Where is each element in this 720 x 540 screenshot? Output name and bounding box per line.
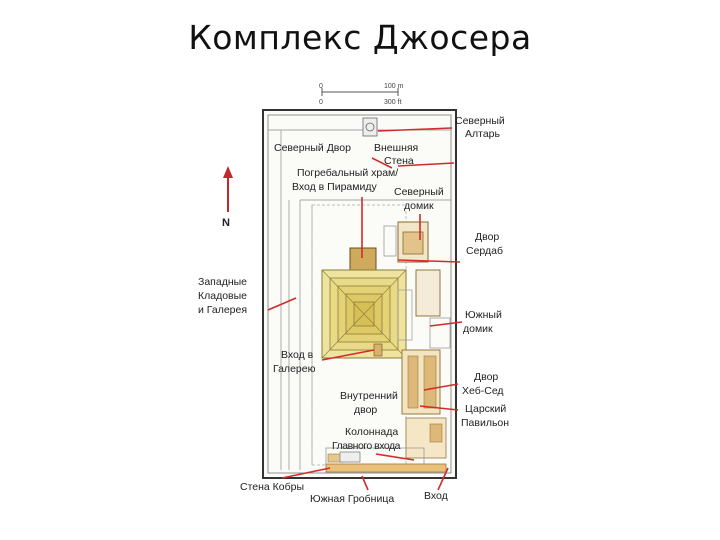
label-hebsed-1: Двор [474, 371, 498, 383]
label-colonnade-1: Колоннада [345, 426, 398, 438]
label-south-house-2: домик [463, 323, 493, 335]
label-north-house-1: Северный [394, 186, 444, 198]
label-south-house-1: Южный [465, 309, 502, 321]
funerary-temple [349, 247, 377, 273]
label-pavilion-1: Царский [465, 403, 506, 415]
scale-zero-bottom: 0 [319, 99, 323, 106]
label-west-3: и Галерея [198, 304, 247, 316]
label-north-altar-1: Северный [455, 115, 505, 127]
step-pyramid [321, 269, 407, 359]
scale-zero-top: 0 [319, 83, 323, 90]
label-hebsed-2: Хеб-Сед [462, 385, 504, 397]
label-funerary-2: Вход в Пирамиду [292, 181, 377, 193]
label-cobra: Стена Кобры [240, 481, 304, 493]
label-south-tomb: Южная Гробница [310, 493, 394, 505]
label-gallery-2: Галерею [273, 363, 316, 375]
label-west-1: Западные [198, 276, 247, 288]
label-outer-wall-2: Стена [384, 155, 414, 167]
north-house [383, 221, 429, 263]
north-label: N [222, 217, 230, 229]
heb-sed-court [401, 349, 447, 459]
label-west-2: Кладовые [198, 290, 247, 302]
label-serdab-1: Двор [475, 231, 499, 243]
label-serdab-2: Сердаб [466, 245, 503, 257]
label-colonnade-2: Главного входа [332, 440, 401, 452]
label-north-court: Северный Двор [274, 142, 351, 154]
south-tomb [339, 451, 361, 463]
label-inner-1: Внутренний [340, 390, 398, 402]
south-house [397, 269, 451, 349]
label-north-house-2: домик [404, 200, 434, 212]
label-entrance: Вход [424, 490, 448, 502]
pointer-lines [267, 127, 463, 491]
label-outer-wall-1: Внешняя [374, 142, 418, 154]
label-north-altar-2: Алтарь [465, 128, 501, 140]
label-gallery-1: Вход в [281, 349, 314, 361]
scale-bar: 0 0 100 m 300 ft [319, 83, 404, 106]
label-funerary-1: Погребальный храм/ [297, 167, 398, 179]
scale-meters: 100 m [384, 83, 404, 90]
page-title: Комплекс Джосера [188, 18, 532, 57]
label-inner-2: двор [354, 404, 377, 416]
scale-feet: 300 ft [384, 99, 402, 106]
north-arrow-icon: N [222, 166, 233, 229]
label-pavilion-2: Павильон [461, 417, 509, 429]
north-altar [362, 117, 378, 137]
entrance-colonnade [325, 447, 447, 473]
